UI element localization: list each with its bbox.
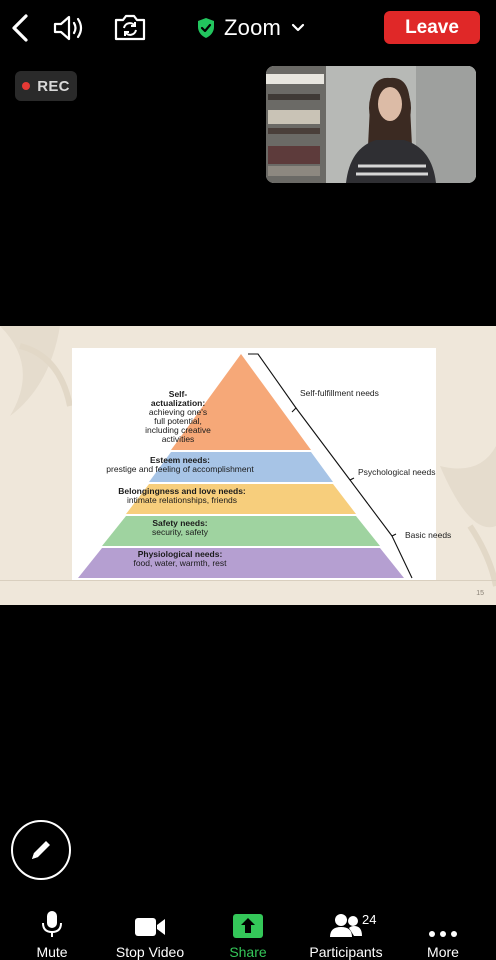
meeting-title[interactable]: Zoom (196, 12, 305, 44)
esteem-label: Esteem needs: prestige and feeling of ac… (80, 456, 280, 474)
esteem-desc: prestige and feeling of accomplishment (106, 463, 254, 474)
pyramid-level-self-actualization (171, 354, 311, 450)
more-button[interactable]: More (418, 904, 468, 960)
pyramid-level-safety (102, 516, 380, 546)
shield-check-icon (198, 18, 214, 38)
psychological-bracket (295, 407, 369, 505)
safety-label: Safety needs: security, safety (100, 519, 260, 537)
physiological-name: Physiological needs: (137, 549, 223, 559)
mute-label: Mute (36, 944, 68, 960)
self-actualization-line-2: actualization: (150, 397, 206, 408)
self-fulfillment-group-label: Self-fulfillment needs (300, 388, 379, 398)
recording-dot-icon (22, 82, 31, 90)
participant-video-frame (266, 66, 476, 183)
participant-video-thumbnail[interactable] (266, 66, 476, 183)
mute-button[interactable]: Mute (26, 904, 78, 960)
meeting-title-text: Zoom (224, 15, 282, 40)
pencil-icon (32, 841, 50, 859)
basic-bracket (367, 503, 413, 579)
self-actualization-line-1: Self- (168, 389, 188, 399)
switch-camera-icon[interactable] (112, 11, 148, 43)
pyramid-diagram (78, 353, 413, 579)
psychological-group-label: Psychological needs (358, 467, 436, 477)
participants-icon (330, 914, 362, 937)
recording-label: REC (37, 77, 70, 95)
bottom-toolbar: Mute Stop Video Share 2 (0, 904, 496, 960)
microphone-icon (42, 911, 62, 937)
pyramid-level-belonging (126, 484, 356, 514)
belonging-label: Belongingness and love needs: intimate r… (72, 487, 292, 505)
participants-button[interactable]: 24 Participants (304, 904, 388, 960)
belonging-desc: intimate relationships, friends (126, 494, 238, 505)
leave-button[interactable]: Leave (384, 11, 480, 44)
basic-group-label: Basic needs (405, 530, 452, 540)
physiological-desc: food, water, warmth, rest (133, 557, 227, 568)
more-dots-icon (429, 931, 457, 937)
video-camera-icon (135, 918, 165, 936)
self-actualization-label: Self- actualization: achieving one's ful… (128, 390, 228, 444)
safety-desc: security, safety (151, 526, 209, 537)
more-label: More (427, 944, 459, 960)
participants-label: Participants (309, 944, 383, 960)
physiological-label: Physiological needs: food, water, warmth… (90, 550, 270, 568)
top-bar: Zoom Leave (0, 0, 496, 58)
pyramid-level-esteem (149, 452, 333, 482)
chevron-down-icon (291, 23, 305, 32)
belonging-name: Belongingness and love needs: (118, 486, 246, 496)
back-arrow-icon[interactable] (8, 12, 32, 44)
self-actualization-line-6: activities (161, 433, 195, 444)
share-label: Share (229, 944, 267, 960)
self-actualization-line-4: full potential, (154, 415, 202, 426)
pyramid-level-physiological (78, 548, 404, 578)
stop-video-button[interactable]: Stop Video (110, 904, 190, 960)
slide-footer-divider (0, 580, 496, 581)
safety-name: Safety needs: (152, 518, 208, 528)
share-button[interactable]: Share (222, 904, 274, 960)
self-fulfillment-bracket (248, 353, 297, 413)
annotate-button[interactable] (11, 820, 71, 880)
self-actualization-line-3: achieving one's (148, 406, 208, 417)
slide-background (0, 326, 496, 587)
recording-badge[interactable]: REC (15, 71, 77, 101)
stop-video-label: Stop Video (115, 944, 185, 960)
speaker-icon[interactable] (52, 13, 86, 43)
esteem-name: Esteem needs: (150, 455, 210, 465)
shared-slide: Self- actualization: achieving one's ful… (0, 326, 496, 605)
self-actualization-line-5: including creative (145, 424, 211, 435)
slide-page-number: 15 (476, 590, 484, 597)
share-arrow-icon (233, 914, 263, 938)
participants-count: 24 (362, 912, 377, 927)
